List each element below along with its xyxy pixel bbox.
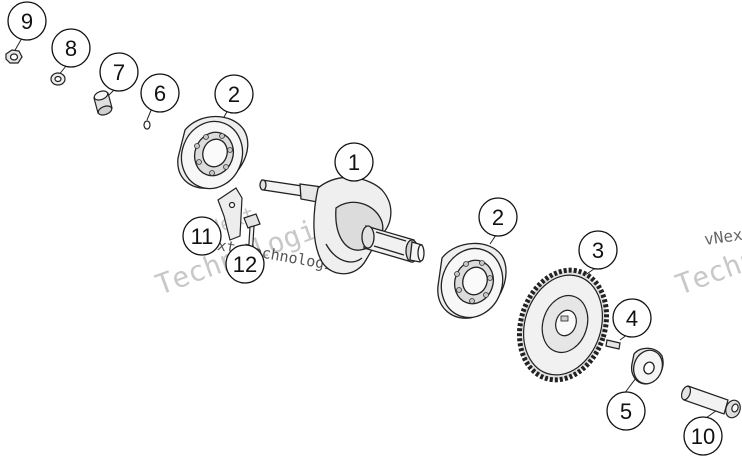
part-2-bearing-right (437, 242, 507, 319)
callout-12: 12 (225, 244, 265, 284)
callout-3: 3 (578, 230, 618, 270)
callout-9: 9 (7, 1, 47, 41)
callout-2-top-label: 2 (228, 82, 240, 107)
part-9-nut (5, 49, 23, 64)
callout-4-label: 4 (626, 306, 638, 331)
callout-5-label: 5 (620, 399, 632, 424)
callout-10: 10 (683, 416, 723, 456)
part-1-crankshaft (259, 176, 425, 275)
callout-8: 8 (51, 28, 91, 68)
callout-7: 7 (99, 52, 139, 92)
callout-6: 6 (140, 73, 180, 113)
callout-3-label: 3 (592, 238, 604, 263)
callout-6-label: 6 (154, 81, 166, 106)
part-4-key (605, 339, 621, 350)
callout-8-label: 8 (65, 36, 77, 61)
callout-10-label: 10 (691, 424, 715, 449)
part-6-o-ring (143, 120, 151, 130)
watermark-technologies-right: Technologies (671, 201, 742, 301)
callout-2-bottom: 2 (478, 197, 518, 237)
callout-4: 4 (612, 298, 652, 338)
callout-1-label: 1 (348, 150, 360, 175)
callout-11: 11 (182, 216, 222, 256)
callout-11-label: 11 (191, 224, 214, 249)
part-5-washer (630, 347, 664, 385)
part-10-pin (680, 385, 741, 419)
callout-5: 5 (606, 391, 646, 431)
callout-9-label: 9 (21, 9, 33, 34)
callouts: 9 8 7 6 2 1 11 12 (7, 1, 723, 456)
callout-12-label: 12 (233, 252, 257, 277)
watermark-vnext-right: vNext (703, 223, 742, 249)
part-3-gear (516, 267, 610, 383)
part-2-bearing-left (177, 116, 249, 190)
callout-2-top: 2 (214, 74, 254, 114)
part-8-washer (50, 72, 66, 86)
part-11-bracket (217, 187, 243, 241)
callout-7-label: 7 (113, 60, 125, 85)
callout-1: 1 (334, 142, 374, 182)
callout-2-bottom-label: 2 (492, 205, 504, 230)
part-7-bushing (93, 90, 113, 116)
